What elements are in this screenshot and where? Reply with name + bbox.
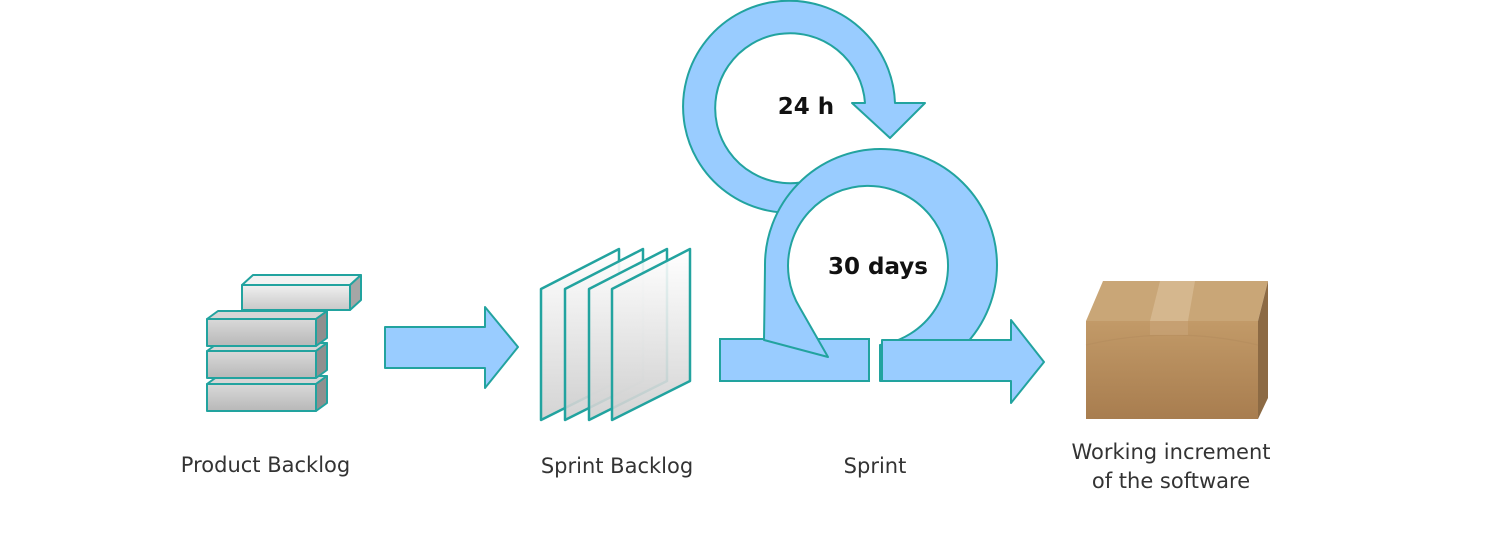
sprint-backlog-sheets-icon [539, 247, 692, 422]
flow-arrow-1 [384, 306, 519, 389]
sprint-cycle-arrow-icon [763, 148, 998, 383]
cardboard-box-icon [1085, 281, 1268, 419]
daily-cycle-arrow-icon [682, 0, 926, 214]
product-backlog-label: Product Backlog [180, 453, 351, 477]
increment-label-line1: Working increment [1071, 440, 1271, 464]
increment-label-line2: of the software [1091, 469, 1251, 493]
flow-arrow-2 [881, 319, 1045, 404]
sprint-backlog-label: Sprint Backlog [540, 454, 694, 478]
sprint-cycle-label: 30 days [828, 254, 928, 280]
product-backlog-stack-icon [206, 274, 362, 412]
daily-cycle-label: 24 h [778, 94, 834, 120]
sprint-label: Sprint [843, 454, 907, 478]
